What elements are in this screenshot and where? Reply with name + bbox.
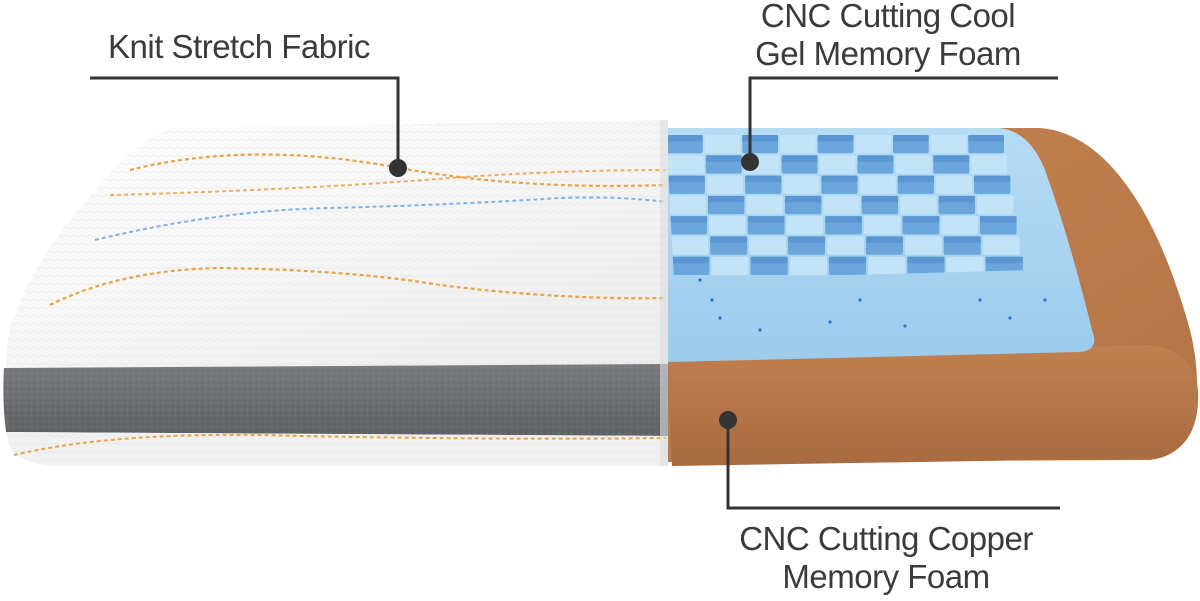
gel-speckle [858,298,862,302]
gel-cell [895,155,932,174]
gel-cell [855,135,891,154]
gel-cell-shadow [938,195,975,203]
gel-cell-shadow [788,236,825,243]
gel-speckle [698,278,702,282]
label-line: Memory Foam [782,558,990,595]
gel-cell-shadow [968,135,1004,142]
gel-cell-shadow [670,216,708,223]
gel-cell-shadow [979,216,1017,223]
gel-cell-shadow [893,135,929,142]
gel-cell-shadow [907,256,945,264]
gel-cell [859,175,896,194]
blue-stitch-line [94,196,667,241]
gel-cell-shadow [747,216,785,223]
gel-cell [746,195,783,215]
cool-gel-memory-foam-layer [664,128,1095,362]
gel-cell [709,216,746,235]
gel-cell [704,135,741,154]
gel-cell [789,256,827,275]
gel-cell-shadow [750,256,788,264]
gel-cell-shadow [667,135,703,142]
gel-cell [930,135,967,154]
orange-stitch-line [13,433,667,456]
gel-cell-shadow [825,216,862,223]
gel-cell-shadow [784,195,822,203]
gel-grid-cells [667,135,1023,275]
gel-cell-shadow [974,175,1011,182]
gel-cell-shadow [866,236,903,243]
gel-cell [982,236,1020,255]
gel-cell-shadow [817,135,854,142]
label-cool-gel-memory-foam: CNC Cutting Cool Gel Memory Foam [738,0,1038,73]
gel-cell [941,216,978,235]
leader-fabric [90,76,400,166]
gel-cell [749,236,787,255]
gel-cell-shadow [943,236,981,243]
knit-stretch-fabric-cover [3,120,669,466]
leader-dot-gel [741,153,759,171]
leader-dot-fabric [389,159,407,177]
gel-speckle [978,298,982,302]
gel-cell [977,195,1014,215]
orange-stitch-line [49,266,667,306]
gel-cell-shadow [710,236,748,243]
gel-cell [786,216,824,235]
gel-cell-shadow [708,195,745,203]
gel-cell [819,155,856,174]
orange-stitch-line [109,169,667,196]
gel-cell [667,155,704,174]
label-knit-stretch-fabric: Knit Stretch Fabric [108,28,370,66]
gel-cell [823,195,860,215]
label-line: CNC Cutting Copper [739,520,1033,557]
gel-cell-shadow [861,195,899,203]
gel-cell-shadow [902,216,940,223]
gel-cell [935,175,973,194]
gel-cell-shadow [745,175,782,182]
label-line: CNC Cutting Cool [760,0,1016,34]
orange-stitch-line [129,153,667,188]
gel-cell-shadow [821,175,858,182]
gel-cell-shadow [828,256,867,264]
leader-copper [726,422,1060,510]
gel-cell-shadow [933,155,970,162]
gel-cell-shadow [742,135,778,142]
gel-speckle [828,320,832,324]
gel-cell [711,256,749,275]
gel-cell [900,195,937,215]
label-copper-memory-foam: CNC Cutting Copper Memory Foam [726,520,1046,596]
gel-cell [780,135,816,154]
gel-cell-shadow [781,155,818,162]
gel-speckle [710,298,714,302]
gel-cell-shadow [668,175,705,182]
gel-cell [868,256,906,275]
gel-speckle [903,324,907,328]
gel-speckles [698,278,1047,332]
gel-speckle [1043,298,1047,302]
gel-cell [971,155,1008,174]
gel-cell-shadow [985,256,1023,264]
gel-cell [827,236,864,255]
gel-cell [706,175,744,194]
gel-cell [904,236,942,255]
gel-cell-shadow [857,155,894,162]
leader-dot-copper [719,411,737,429]
gel-cell [946,256,984,275]
gel-speckle [758,328,762,332]
leader-gel [748,76,1058,160]
gel-cell-shadow [897,175,934,182]
gel-cell-shadow [705,155,742,162]
gel-speckle [1008,316,1012,320]
gel-cell [863,216,901,235]
label-line: Knit Stretch Fabric [108,28,370,65]
gel-cell [669,195,706,215]
gel-speckle [718,316,722,320]
gel-cell-shadow [672,256,710,264]
gel-cell [671,236,709,255]
gel-cell [783,175,820,194]
label-line: Gel Memory Foam [755,35,1021,72]
